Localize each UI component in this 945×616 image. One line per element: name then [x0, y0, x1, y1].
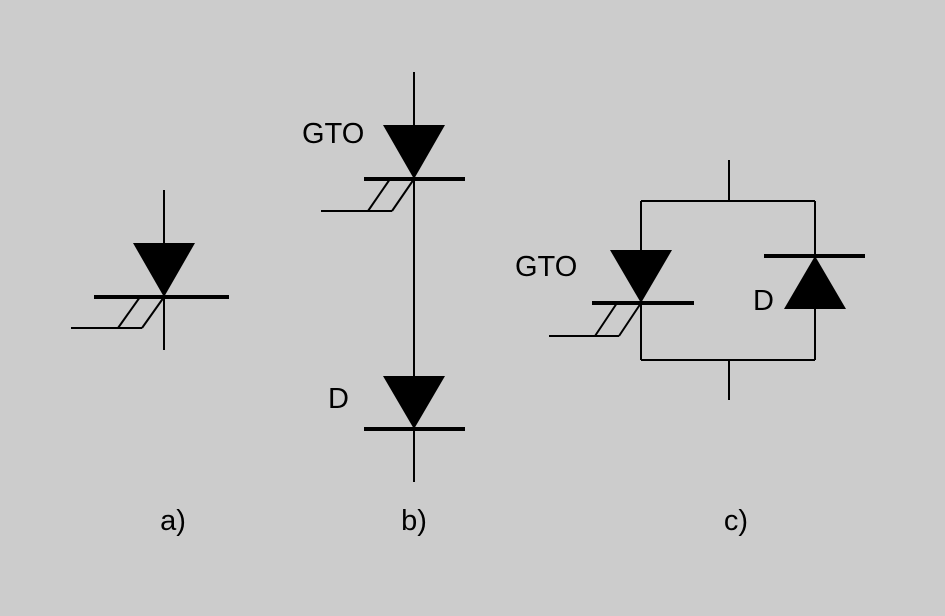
panel-b-caption: b) — [401, 505, 427, 537]
panel-a-gto-triangle — [133, 243, 195, 297]
panel-c-diode-label: D — [753, 285, 774, 317]
panel-c-gate-lead — [549, 302, 642, 337]
panel-b-gto-label: GTO — [302, 118, 364, 150]
panel-b-diode-triangle — [383, 376, 445, 429]
panel-a-gate-lead — [71, 296, 165, 329]
panel-a-caption: a) — [160, 505, 186, 537]
panel-b: GTO D b) — [302, 72, 465, 537]
panel-b-gate-lead — [321, 178, 415, 212]
panel-c: GTO D c) — [515, 160, 865, 537]
panel-a: a) — [71, 190, 229, 537]
panel-c-diode-triangle — [784, 256, 846, 309]
panel-b-gto-triangle — [383, 125, 445, 179]
panel-c-caption: c) — [724, 505, 748, 537]
panel-c-gto-label: GTO — [515, 251, 577, 283]
panel-c-gto-triangle — [610, 250, 672, 303]
panel-b-diode-label: D — [328, 383, 349, 415]
